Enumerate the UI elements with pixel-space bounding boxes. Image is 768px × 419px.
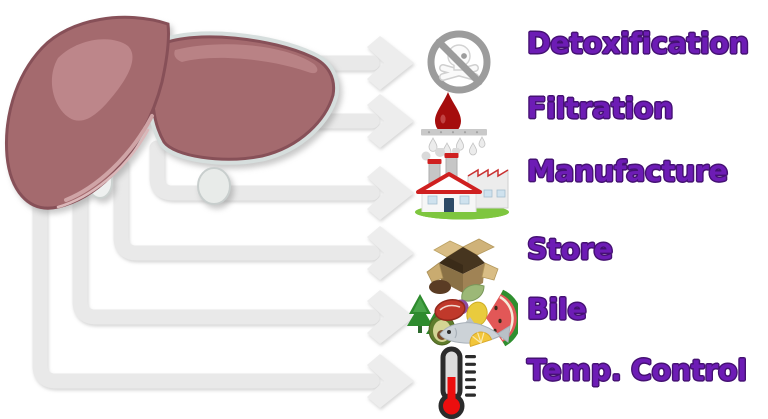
label-filtration: Filtration [527, 92, 674, 125]
box-front [463, 263, 485, 293]
steak [434, 298, 466, 322]
box-flap [426, 262, 444, 283]
arrowhead-icon [367, 354, 414, 408]
label-store: Store [527, 233, 613, 266]
lobe-highlight [174, 44, 318, 74]
box-front [439, 263, 463, 293]
label-manufacture: Manufacture [527, 155, 728, 188]
arrowhead-icon [367, 36, 414, 90]
box-flap [481, 262, 499, 281]
arrowhead-icon [367, 94, 414, 148]
lemon-slice [469, 331, 493, 348]
pipe [32, 177, 380, 389]
filtered-drops [428, 136, 486, 157]
food-icon [404, 280, 518, 354]
blood-filtration-icon [416, 88, 502, 162]
gallbladder-bump [197, 167, 231, 205]
label-bile: Bile [527, 293, 587, 326]
leaf [461, 284, 485, 302]
roof [416, 172, 482, 194]
pipe [149, 140, 380, 201]
grass-front [415, 212, 509, 220]
arrowhead-icon [367, 226, 414, 280]
lobe-edge-highlight [64, 114, 154, 202]
label-temp-control: Temp. Control [527, 354, 747, 387]
no-poison-icon [424, 26, 494, 98]
prohibition-slash [435, 38, 483, 86]
windows [427, 189, 506, 205]
label-detoxification: Detoxification [527, 27, 749, 60]
open-box-icon [424, 232, 502, 294]
lobe-highlight [51, 39, 133, 121]
arrowhead-icon [367, 290, 414, 344]
box-flap [462, 238, 495, 256]
watermelon-slice [486, 289, 518, 347]
scale-ticks [465, 355, 476, 397]
factory-icon [410, 148, 514, 222]
bread [429, 280, 451, 294]
pipe [72, 170, 380, 325]
door [444, 198, 454, 214]
arrowhead-icon [367, 166, 414, 220]
thermometer-icon [430, 346, 486, 419]
liver-illustration [5, 15, 340, 210]
lobe-edge-highlight [56, 128, 150, 209]
mercury [447, 377, 456, 403]
liver-right-lobe [151, 35, 336, 161]
pipe [113, 157, 380, 261]
blood-drop [435, 92, 461, 135]
